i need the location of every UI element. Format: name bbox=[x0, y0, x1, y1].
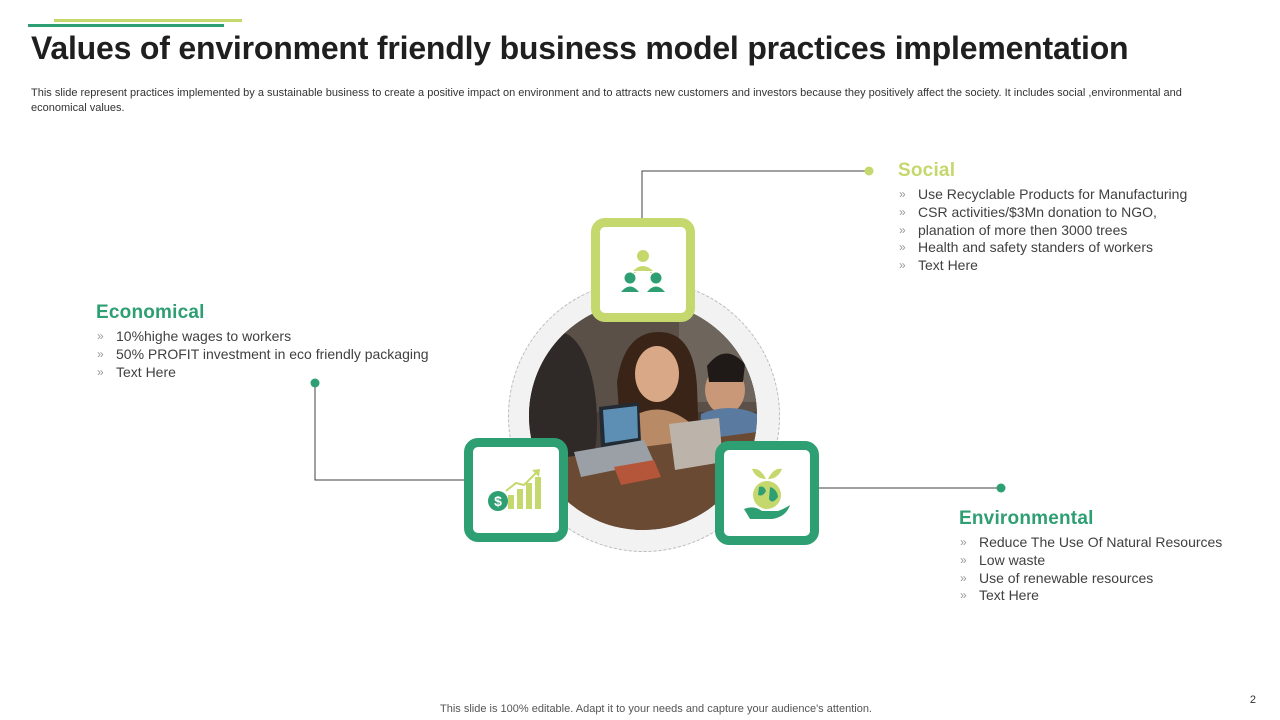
list-item: Text Here bbox=[96, 364, 429, 382]
growth-chart-dollar-icon: $ bbox=[488, 469, 541, 511]
economical-section: Economical 10%highe wages to workers 50%… bbox=[96, 302, 429, 381]
economical-connector bbox=[314, 384, 464, 481]
economical-list: 10%highe wages to workers 50% PROFIT inv… bbox=[96, 328, 429, 381]
social-heading: Social bbox=[898, 160, 956, 181]
economical-icon-box: $ bbox=[464, 438, 568, 542]
environmental-list: Reduce The Use Of Natural Resources Low … bbox=[959, 534, 1222, 605]
environmental-icon-box bbox=[715, 441, 819, 545]
globe-in-hand-icon bbox=[744, 468, 790, 519]
social-connector-dot bbox=[864, 166, 874, 176]
slide-footer: This slide is 100% editable. Adapt it to… bbox=[440, 703, 872, 715]
list-item: 50% PROFIT investment in eco friendly pa… bbox=[96, 346, 429, 364]
social-icon-box bbox=[591, 218, 695, 322]
environmental-heading: Environmental bbox=[959, 508, 1094, 529]
list-item: planation of more then 3000 trees bbox=[898, 222, 1187, 240]
list-item: Use Recyclable Products for Manufacturin… bbox=[898, 186, 1187, 204]
list-item: Health and safety standers of workers bbox=[898, 239, 1187, 257]
list-item: Text Here bbox=[898, 257, 1187, 275]
svg-text:$: $ bbox=[494, 493, 502, 509]
economical-heading: Economical bbox=[96, 302, 205, 323]
environmental-connector-dot bbox=[996, 483, 1006, 493]
list-item: Use of renewable resources bbox=[959, 570, 1222, 588]
social-section: Social Use Recyclable Products for Manuf… bbox=[898, 160, 1187, 275]
team-icon bbox=[621, 250, 665, 292]
social-connector bbox=[641, 170, 868, 218]
list-item: 10%highe wages to workers bbox=[96, 328, 429, 346]
list-item: Text Here bbox=[959, 587, 1222, 605]
environmental-section: Environmental Reduce The Use Of Natural … bbox=[959, 508, 1222, 605]
list-item: Low waste bbox=[959, 552, 1222, 570]
slide-subtitle: This slide represent practices implement… bbox=[31, 87, 1182, 114]
list-item: Reduce The Use Of Natural Resources bbox=[959, 534, 1222, 552]
accent-line-lime bbox=[54, 19, 242, 22]
list-item: CSR activities/$3Mn donation to NGO, bbox=[898, 204, 1187, 222]
accent-line-green bbox=[28, 24, 224, 27]
page-number: 2 bbox=[1249, 694, 1256, 706]
social-list: Use Recyclable Products for Manufacturin… bbox=[898, 186, 1187, 275]
slide-title: Values of environment friendly business … bbox=[31, 30, 1129, 66]
